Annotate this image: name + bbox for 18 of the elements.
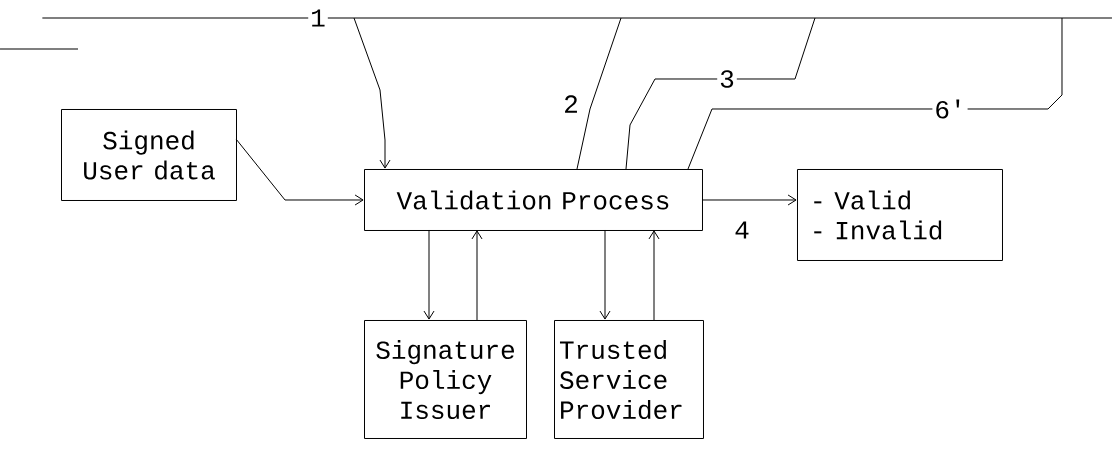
edge-label: 4 bbox=[735, 221, 749, 239]
process-box: Trusted Service Provider bbox=[554, 320, 704, 439]
arrow bbox=[701, 194, 797, 206]
process-box: Signature Policy Issuer bbox=[364, 320, 527, 439]
arrow bbox=[423, 229, 435, 320]
bus-line bbox=[42, 17, 1112, 19]
edge-label: 1 bbox=[308, 7, 328, 29]
edge-label: 6' bbox=[932, 97, 968, 121]
process-box: Signed User data bbox=[61, 109, 237, 201]
arrow bbox=[648, 230, 660, 321]
edge-label: 2 bbox=[565, 95, 577, 113]
arrow bbox=[471, 230, 483, 321]
process-box: - Valid - Invalid bbox=[797, 169, 1003, 261]
process-box: Validation Process bbox=[364, 169, 703, 231]
arrow bbox=[353, 17, 391, 169]
arrow bbox=[235, 138, 364, 206]
arrow bbox=[599, 229, 611, 320]
edge-label: 3 bbox=[717, 68, 737, 90]
